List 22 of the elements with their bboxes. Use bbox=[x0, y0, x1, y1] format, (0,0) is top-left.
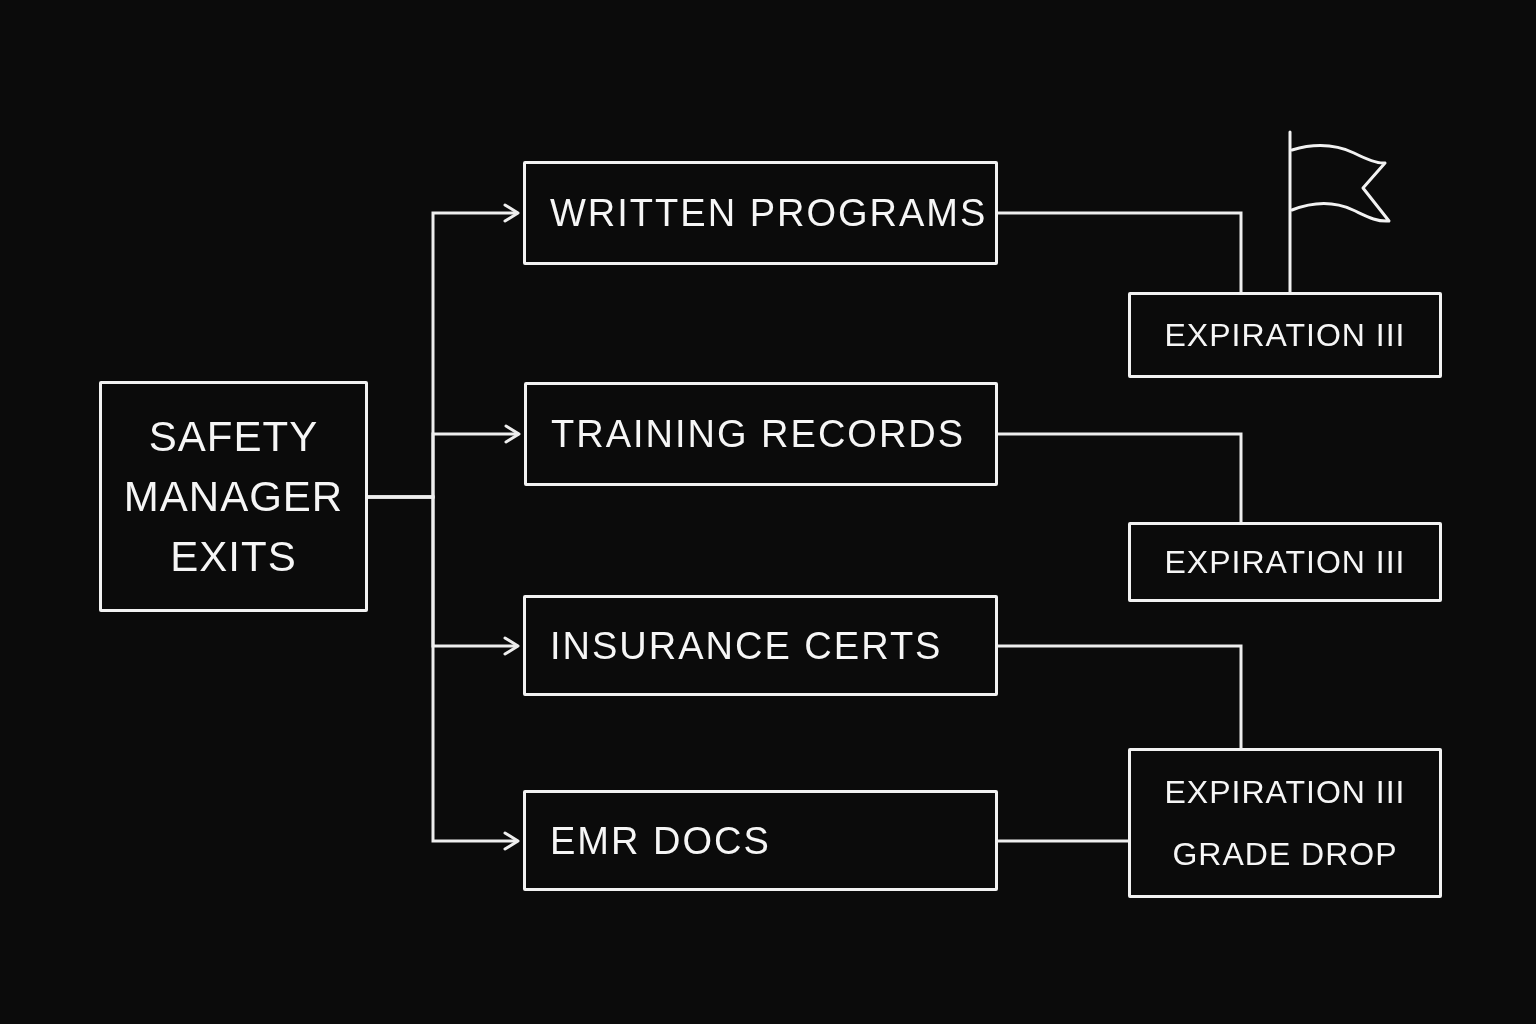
process-box bbox=[523, 161, 998, 265]
connector-arrow bbox=[368, 495, 520, 851]
node-label: WRITTEN PROGRAMS bbox=[550, 191, 988, 236]
process-box bbox=[523, 790, 998, 891]
node-label: INSURANCE CERTS bbox=[550, 623, 943, 669]
node-label: SAFETY MANAGER EXITS bbox=[122, 411, 345, 582]
node-label: EXPIRATION III bbox=[1164, 543, 1406, 582]
connector-line bbox=[998, 644, 1243, 748]
process-box bbox=[1128, 522, 1442, 602]
process-box bbox=[99, 381, 368, 612]
process-box bbox=[523, 595, 998, 696]
connector-line bbox=[998, 211, 1243, 292]
process-box bbox=[524, 382, 998, 486]
connector-line bbox=[998, 432, 1243, 522]
connector-line bbox=[998, 839, 1128, 843]
node-label: EMR DOCS bbox=[550, 818, 771, 864]
node-label: EXPIRATION III bbox=[1164, 773, 1406, 812]
process-box bbox=[1128, 748, 1442, 898]
process-box bbox=[1128, 292, 1442, 378]
node-label: GRADE DROP bbox=[1172, 835, 1398, 874]
node-label: EXPIRATION III bbox=[1164, 316, 1406, 355]
node-label: TRAINING RECORDS bbox=[551, 412, 966, 457]
